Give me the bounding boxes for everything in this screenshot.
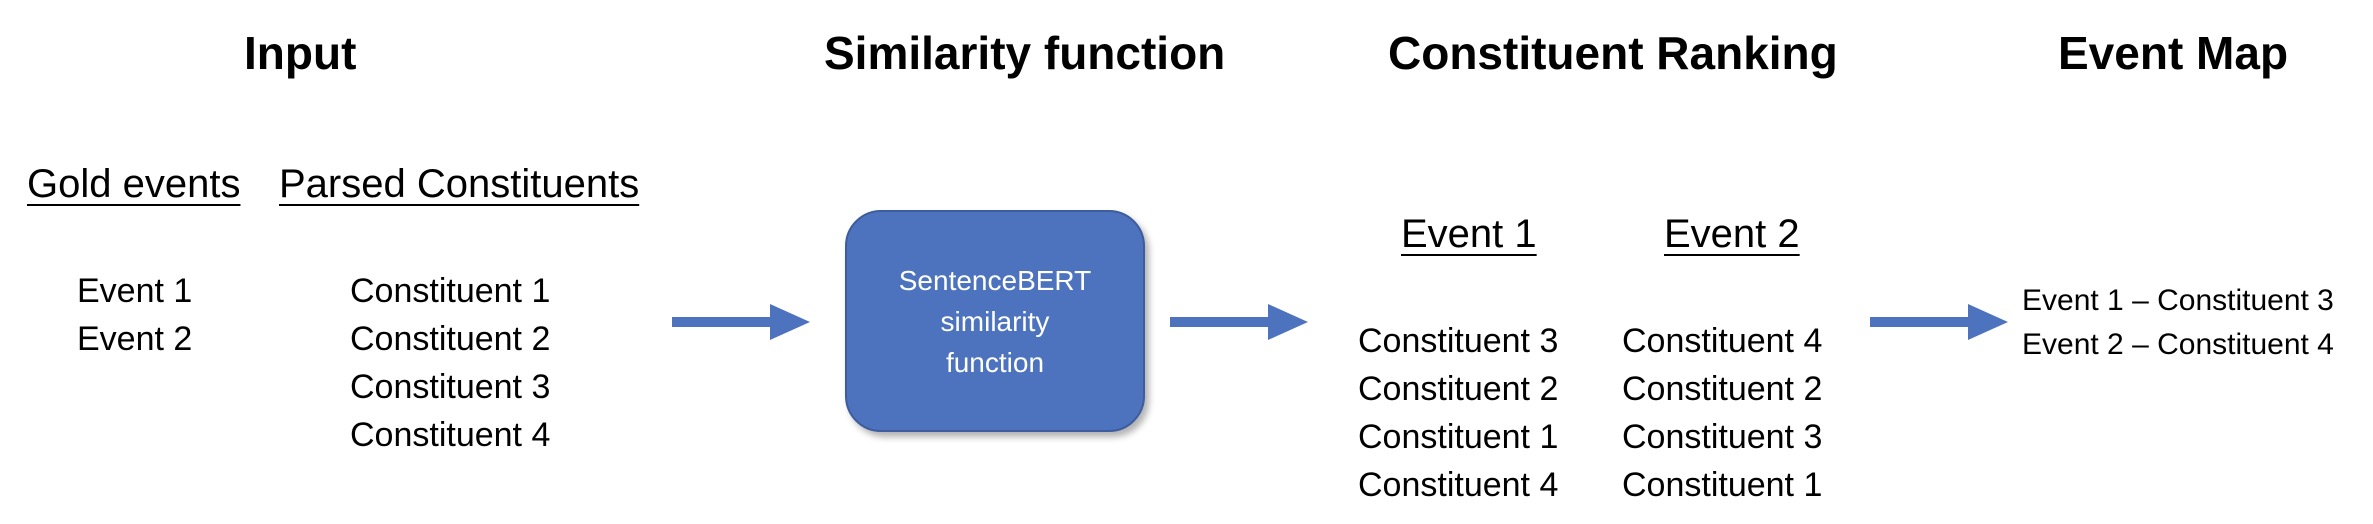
heading-event-map: Event Map: [2058, 27, 2289, 79]
heading-input: Input: [244, 27, 357, 79]
arrow-right-icon: [672, 304, 810, 340]
arrow-right-icon: [1870, 304, 2008, 340]
heading-constituent-ranking: Constituent Ranking: [1388, 27, 1838, 79]
event1-ranked-constituent: Constituent 2: [1358, 370, 1559, 408]
box-line: SentenceBERT: [898, 264, 1092, 296]
event1-ranked-constituent: Constituent 3: [1358, 322, 1559, 360]
box-line: similarity: [940, 305, 1050, 337]
event-map-entry: Event 2 – Constituent 4: [2022, 328, 2334, 361]
parsed-constituent-item: Constituent 3: [350, 368, 551, 406]
event1-ranked-constituent: Constituent 4: [1358, 466, 1559, 504]
heading-similarity-function: Similarity function: [824, 27, 1226, 79]
event2-ranked-constituent: Constituent 3: [1622, 418, 1823, 456]
ranking-event2-label: Event 2: [1664, 212, 1800, 256]
parsed-constituents-label: Parsed Constituents: [279, 162, 640, 206]
event-map-entry: Event 1 – Constituent 3: [2022, 284, 2334, 317]
event2-ranked-constituent: Constituent 2: [1622, 370, 1823, 408]
parsed-constituent-item: Constituent 1: [350, 272, 551, 310]
arrow-right-icon: [1170, 304, 1308, 340]
ranking-event1-label: Event 1: [1401, 212, 1537, 256]
gold-event-item: Event 1: [77, 272, 193, 310]
gold-event-item: Event 2: [77, 320, 193, 358]
gold-events-label: Gold events: [27, 162, 241, 206]
parsed-constituent-item: Constituent 4: [350, 416, 551, 454]
sentencebert-similarity-box: SentenceBERT similarity function: [845, 210, 1145, 432]
sentencebert-box-text: SentenceBERT similarity function: [899, 260, 1092, 383]
parsed-constituent-item: Constituent 2: [350, 320, 551, 358]
event1-ranked-constituent: Constituent 1: [1358, 418, 1559, 456]
box-line: function: [945, 346, 1045, 378]
event2-ranked-constituent: Constituent 4: [1622, 322, 1823, 360]
event2-ranked-constituent: Constituent 1: [1622, 466, 1823, 504]
